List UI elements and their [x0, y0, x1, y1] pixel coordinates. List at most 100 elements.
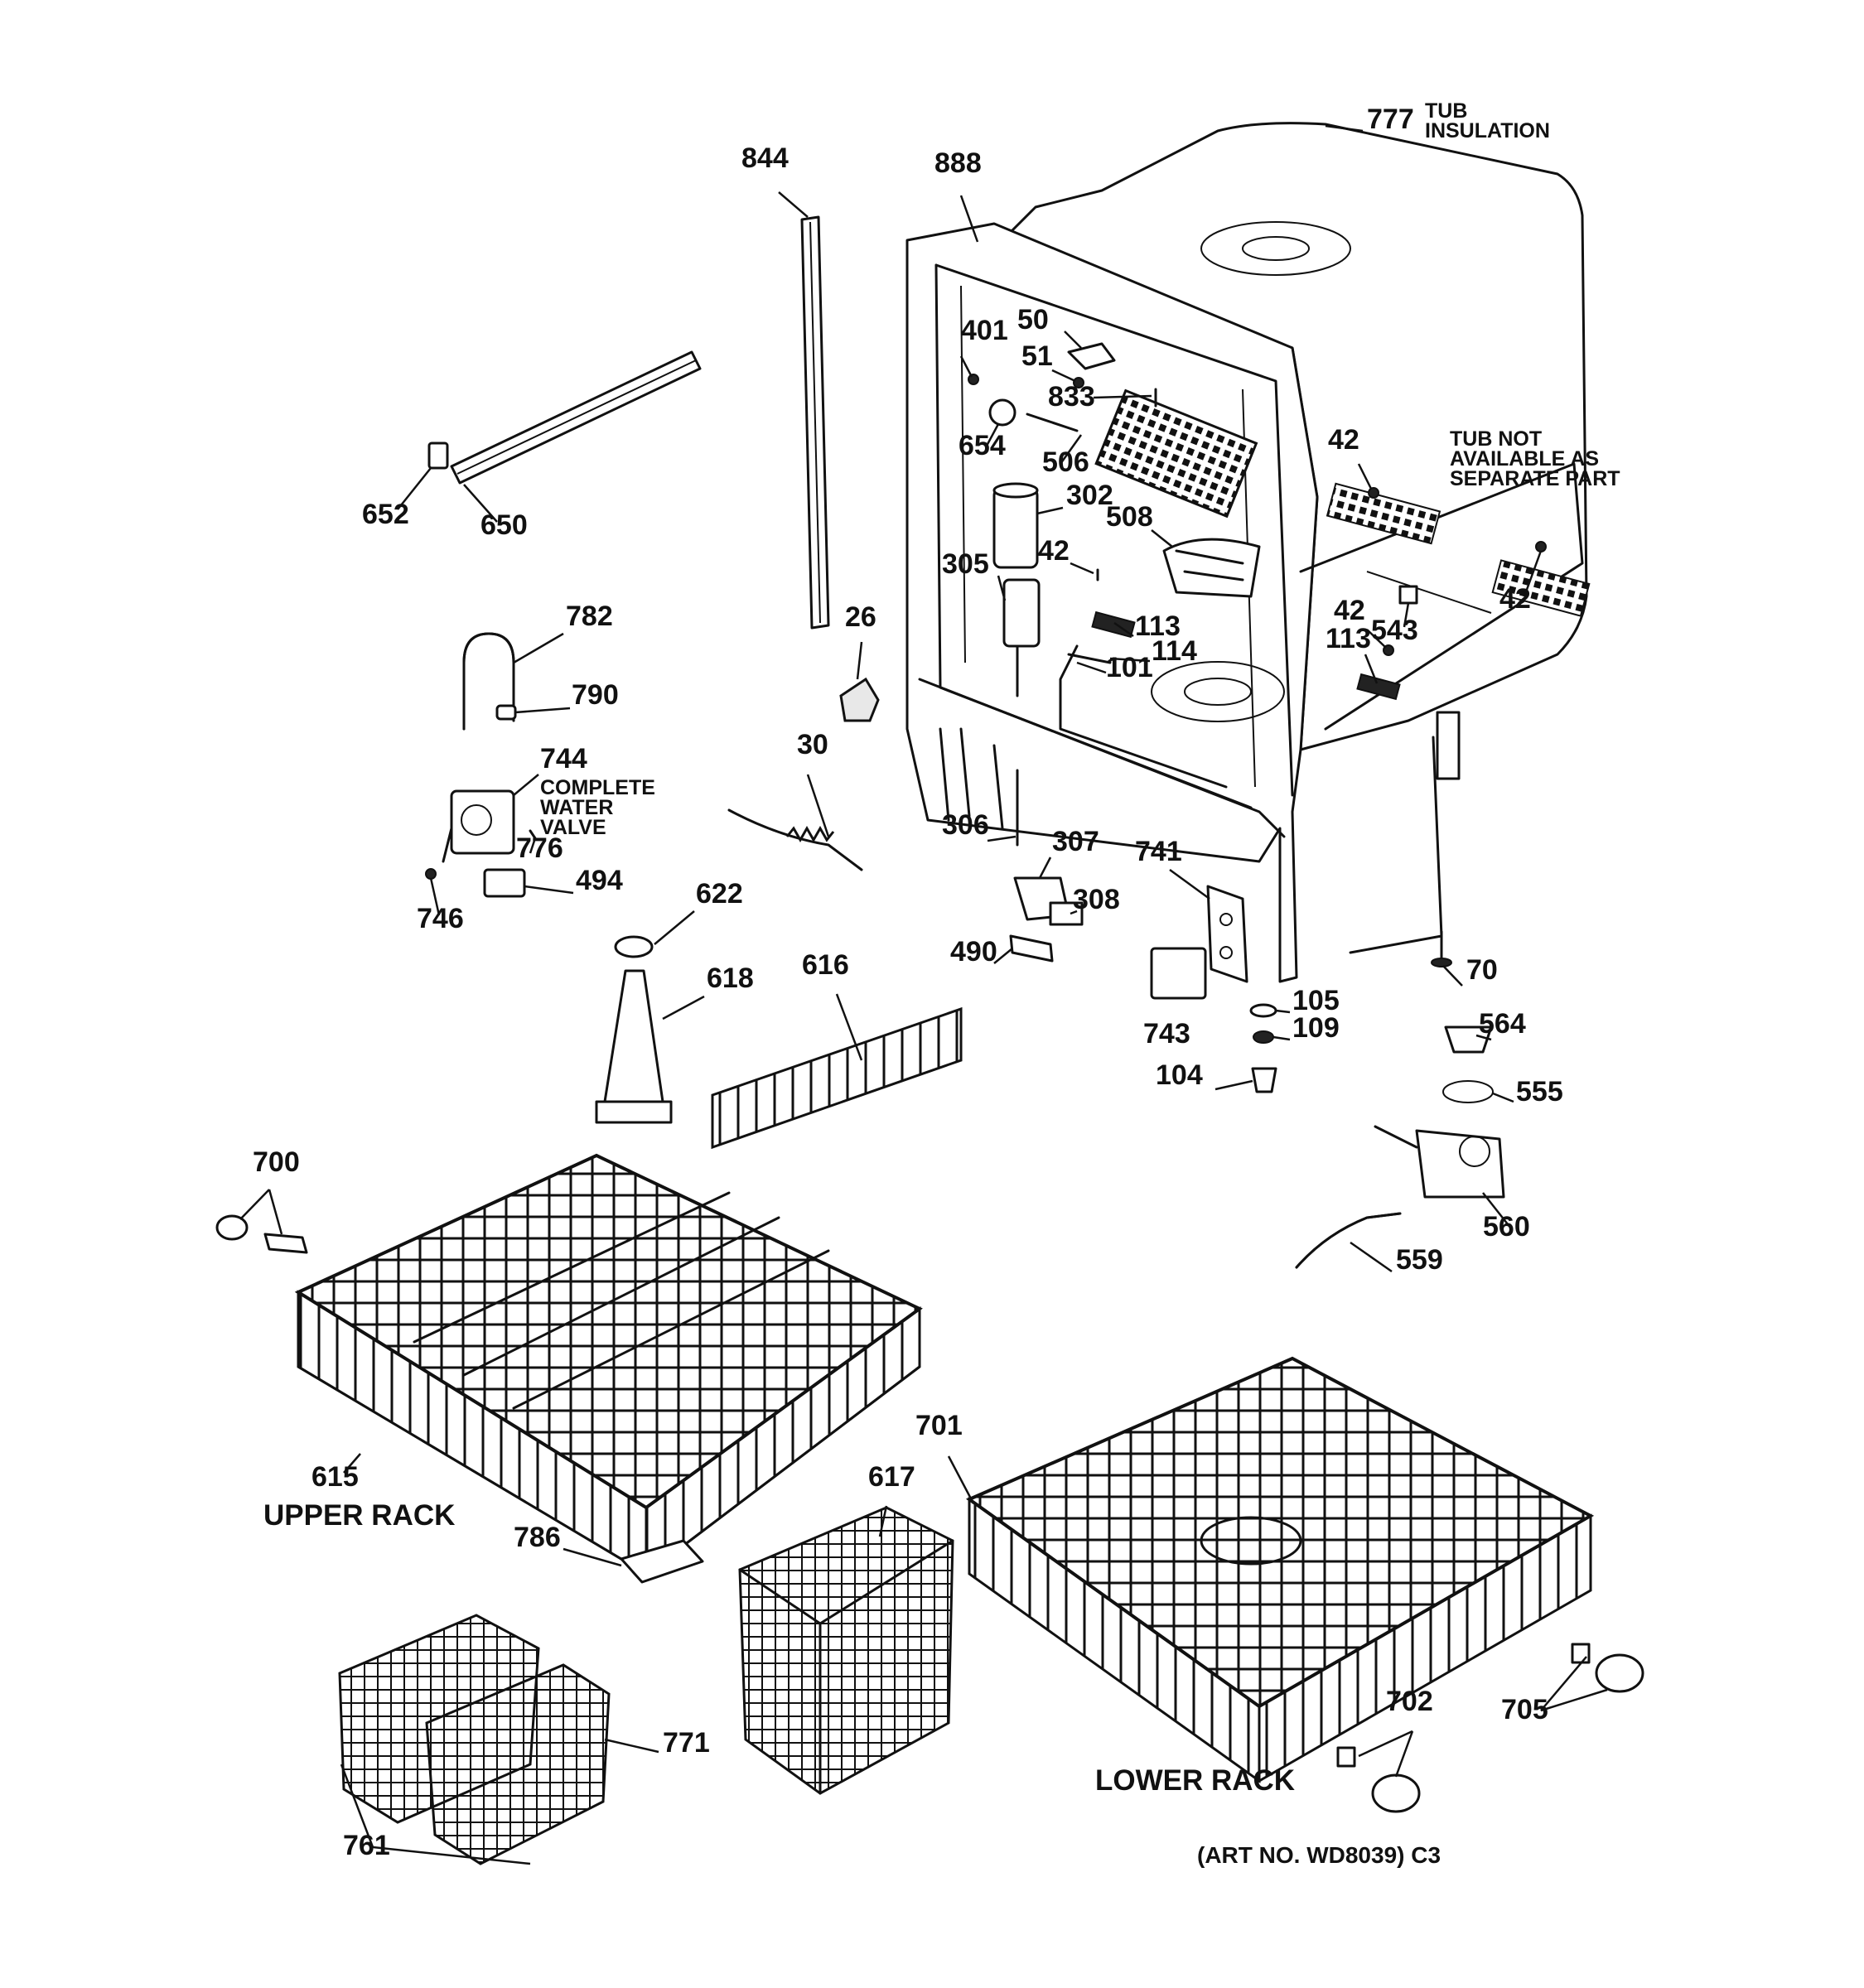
hinge-lever-26	[839, 677, 880, 722]
upper-rack-615	[294, 1153, 923, 1577]
tub-rack-stop-left	[1326, 482, 1441, 545]
roller-clip-705	[1571, 1643, 1591, 1664]
bracket-494	[483, 868, 526, 898]
callout-c105: 105	[1292, 985, 1340, 1016]
spray-tower-base	[595, 1100, 673, 1124]
rack-rail-113b	[1356, 673, 1401, 701]
callout-c506: 506	[1042, 446, 1089, 478]
tub-legs	[939, 727, 1004, 830]
hose-559-inner	[1295, 1212, 1402, 1269]
callout-c113b: 113	[1326, 623, 1371, 654]
callout-c30: 30	[797, 729, 828, 760]
bracket-hole-2	[1219, 946, 1233, 959]
callout-c560: 560	[1483, 1211, 1530, 1242]
spring-30	[727, 808, 863, 871]
roller-705	[1595, 1653, 1644, 1693]
clip-543	[1398, 585, 1418, 605]
heater-tube-101	[1059, 644, 1228, 789]
spring-coils	[785, 825, 835, 843]
screw-401	[968, 374, 979, 385]
caption-tub-insulation-1: TUB	[1425, 99, 1468, 123]
lower-rack-701	[965, 1356, 1595, 1783]
caption-tub-note-1: TUB NOT	[1450, 427, 1543, 451]
fill-funnel-302	[992, 487, 1039, 569]
screw-51	[1073, 377, 1084, 388]
callout-c308: 308	[1073, 884, 1120, 915]
trim-strip-844	[800, 215, 830, 630]
tube-114	[1067, 653, 1112, 664]
clamp-790	[495, 704, 517, 721]
bracket-50	[1067, 342, 1116, 370]
sump-inner	[1184, 678, 1252, 706]
callout-c777: 777	[1367, 104, 1414, 135]
insulation-dome-inner	[1242, 236, 1310, 261]
handle-786	[620, 1539, 704, 1584]
caption-tub-insulation-2: INSULATION	[1425, 119, 1550, 142]
callout-c743: 743	[1143, 1018, 1190, 1049]
vent-assembly-506	[1094, 388, 1258, 519]
caption-water-valve-1: COMPLETE	[540, 776, 655, 799]
callout-c51: 51	[1021, 340, 1053, 372]
callout-c564: 564	[1479, 1008, 1526, 1040]
callout-c494: 494	[576, 865, 623, 896]
hose-782-inner	[462, 632, 515, 731]
switch-308	[1049, 901, 1084, 926]
callout-c776: 776	[516, 832, 563, 864]
callout-c305: 305	[942, 548, 989, 580]
baskets-761-771	[338, 1614, 611, 1865]
trim-strip-650	[450, 350, 702, 485]
callout-c833: 833	[1048, 381, 1095, 413]
vent-grille	[1175, 549, 1244, 581]
callout-c302: 302	[1066, 480, 1113, 511]
callout-c615: 615	[311, 1461, 359, 1493]
leveling-leg-foot	[1431, 958, 1452, 967]
art-number: (ART NO. WD8039) C3	[1197, 1842, 1441, 1868]
caption-water-valve-3: VALVE	[540, 816, 606, 839]
cap-622	[614, 935, 654, 958]
callout-c490: 490	[950, 936, 997, 967]
callout-c654: 654	[959, 430, 1006, 461]
roller-702	[1371, 1773, 1421, 1813]
callout-c771: 771	[663, 1727, 710, 1759]
callout-c761: 761	[343, 1830, 390, 1861]
callout-c42d: 42	[1334, 595, 1365, 626]
knob-654	[988, 398, 1017, 427]
callout-c702: 702	[1386, 1686, 1433, 1717]
callout-c705: 705	[1501, 1694, 1548, 1725]
callout-c42a: 42	[1038, 535, 1070, 567]
end-cap-652	[427, 442, 449, 470]
vent-base-508	[1162, 538, 1261, 598]
relay-743	[1150, 947, 1207, 1000]
callout-c786: 786	[514, 1522, 561, 1553]
caption-tub-note-2: AVAILABLE AS	[1450, 447, 1600, 470]
callout-c42b: 42	[1328, 424, 1359, 456]
tub-rail-line	[1366, 571, 1492, 614]
callout-c109: 109	[1292, 1012, 1340, 1044]
callout-c70: 70	[1466, 954, 1498, 986]
screw-42b	[1368, 487, 1379, 499]
silverware-basket-617	[738, 1506, 954, 1795]
callout-c42c: 42	[1499, 583, 1531, 615]
fill-cup-305	[1002, 578, 1041, 648]
door-hinge-arm	[1349, 736, 1443, 954]
pump-inlet	[1459, 1136, 1490, 1167]
tub-front-flange-top	[934, 263, 1294, 797]
o-ring-555	[1442, 1080, 1494, 1103]
washer-109	[1253, 1030, 1274, 1044]
hinge-bracket	[1436, 711, 1461, 780]
callout-c306: 306	[942, 809, 989, 841]
spray-tower-618	[603, 969, 664, 1103]
callout-c741: 741	[1135, 836, 1182, 867]
roller-clip-702	[1336, 1746, 1356, 1768]
roller-clip-700	[263, 1233, 308, 1254]
caption-water-valve-2: WATER	[540, 796, 614, 819]
tub-internal-parts	[968, 342, 1591, 789]
knob-shaft	[1026, 413, 1079, 432]
callout-c652: 652	[362, 499, 409, 530]
label-lower-rack: LOWER RACK	[1095, 1764, 1296, 1797]
washer-105	[1249, 1003, 1277, 1018]
check-valve-564	[1444, 1025, 1493, 1054]
callout-c650: 650	[480, 509, 528, 541]
caption-tub-note-3: SEPARATE PART	[1450, 467, 1620, 490]
